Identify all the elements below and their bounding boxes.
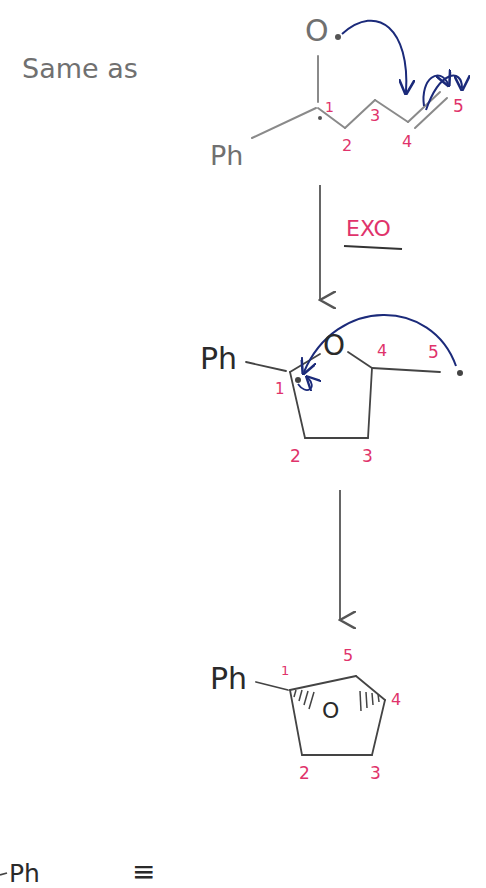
bicyclic-structure	[256, 676, 385, 755]
atom-number: 1	[281, 664, 289, 677]
curly-arrow	[304, 315, 456, 372]
atom-label: O	[322, 700, 339, 722]
atom-label: O	[305, 16, 329, 46]
atom-label: O	[323, 332, 345, 360]
radical-dot	[295, 377, 301, 383]
group-label: Ph	[210, 664, 247, 694]
radical-dot	[457, 370, 463, 376]
note-text: Same as	[22, 55, 138, 82]
starting-structure	[252, 56, 447, 138]
carbon-dot	[318, 116, 322, 120]
atom-number: 4	[391, 692, 401, 708]
atom-number: 3	[370, 765, 381, 782]
atom-number: 2	[342, 138, 352, 154]
ring-structure	[246, 352, 440, 438]
equivalence-sign: ≡	[132, 858, 155, 886]
atom-number: 5	[453, 98, 464, 115]
atom-number: 2	[290, 448, 301, 465]
atom-number: 4	[377, 343, 387, 359]
atom-number: 3	[370, 108, 380, 124]
atom-number: 3	[362, 448, 373, 465]
underline	[344, 246, 402, 249]
condition-label: EXO	[346, 218, 391, 240]
curly-arrow	[298, 378, 312, 390]
atom-number: 1	[275, 382, 285, 397]
atom-number: 5	[428, 344, 439, 361]
atom-number: 5	[343, 648, 353, 664]
radical-dot	[335, 34, 341, 40]
reaction-arrow	[339, 490, 341, 620]
atom-number: 2	[299, 765, 310, 782]
fishhook-arrow	[342, 21, 406, 92]
atom-number: 4	[402, 134, 412, 150]
group-label: Ph	[210, 142, 243, 169]
bond-stub	[0, 873, 7, 875]
atom-number: 1	[325, 100, 334, 114]
group-label: Ph	[200, 344, 237, 374]
group-label: Ph	[9, 861, 40, 886]
reaction-arrow	[319, 185, 321, 300]
